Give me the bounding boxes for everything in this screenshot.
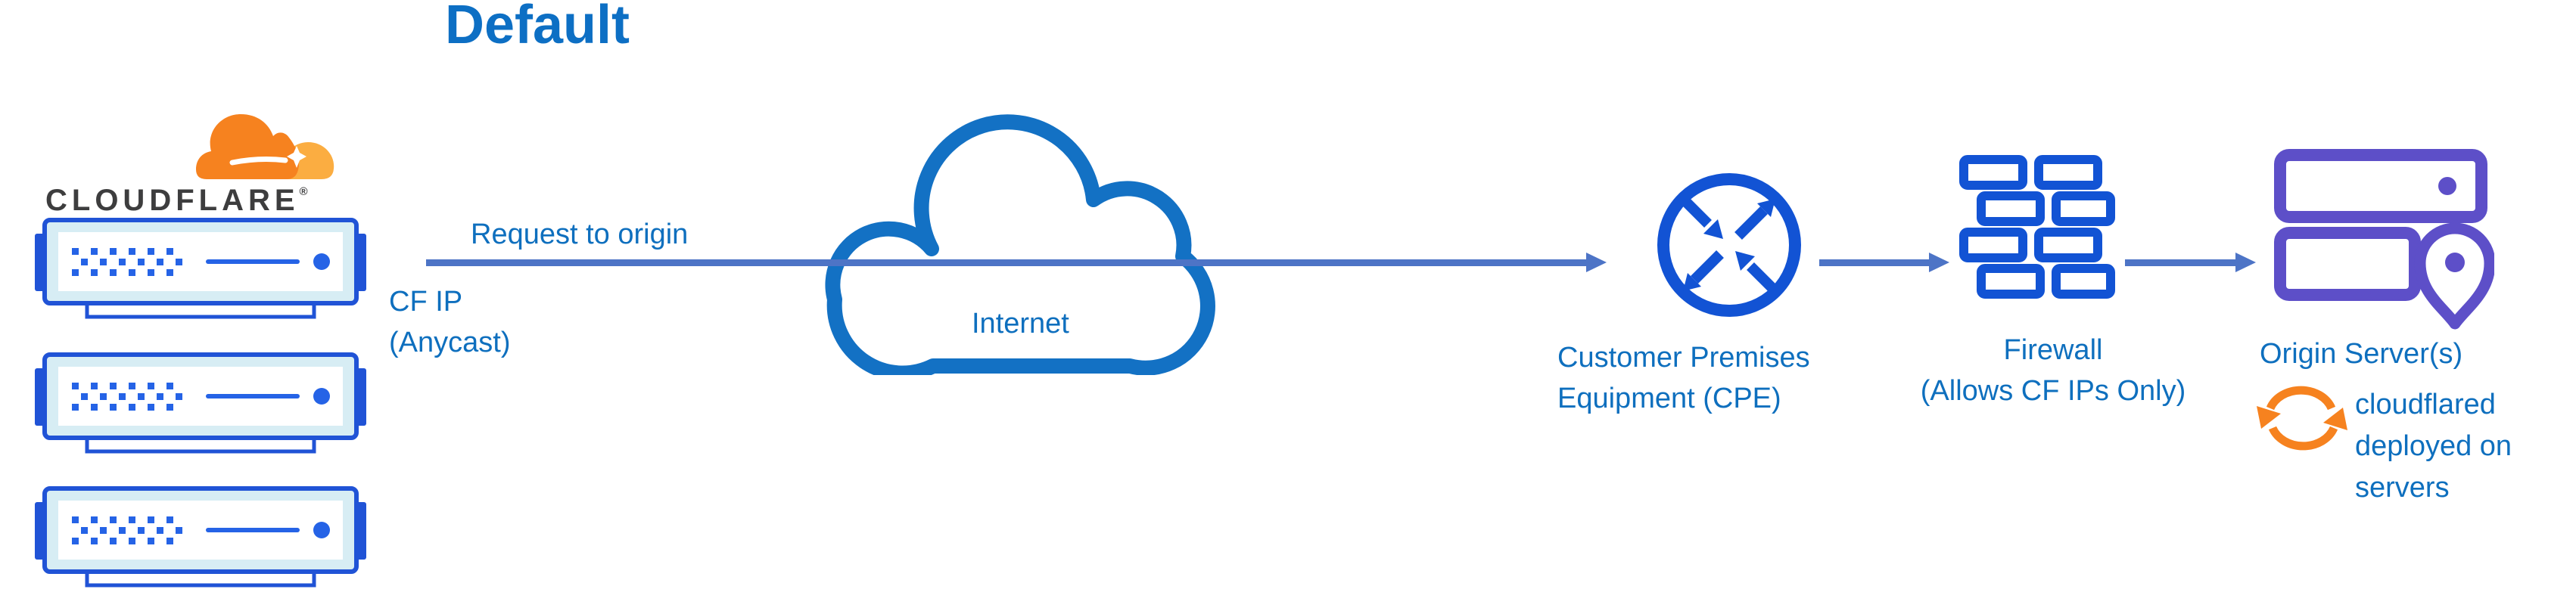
flow-line-firewall-to-origin — [2125, 259, 2235, 266]
internet-cloud-icon — [820, 114, 1232, 375]
firewall-icon — [1959, 155, 2115, 299]
origin-label: Origin Server(s) — [2260, 338, 2463, 370]
firewall-label-line1: Firewall — [2003, 334, 2103, 366]
flow-arrow-icon — [1929, 253, 1949, 272]
cloudflared-label: cloudflared deployed on servers — [2355, 384, 2512, 509]
flow-line-cpe-to-firewall — [1819, 259, 1929, 266]
wordmark-text: CLOUDFLARE — [45, 184, 300, 217]
page-title: Default — [445, 0, 630, 55]
cpe-label: Customer Premises Equipment (CPE) — [1557, 337, 1810, 419]
flow-arrow-icon — [1586, 253, 1607, 272]
anycast-line: (Anycast) — [389, 327, 511, 358]
origin-servers-icon — [2274, 149, 2494, 330]
edge-server-icon — [34, 352, 367, 455]
firewall-label: Firewall (Allows CF IPs Only) — [1902, 330, 2204, 411]
cpe-label-line2: Equipment (CPE) — [1557, 383, 1781, 414]
cloudflared-sync-icon — [2257, 386, 2347, 451]
cloudflared-line1: cloudflared — [2355, 389, 2496, 420]
cf-ip-line: CF IP — [389, 286, 463, 318]
firewall-label-line2: (Allows CF IPs Only) — [1920, 375, 2186, 407]
cf-ip-anycast-label: CF IP (Anycast) — [389, 281, 510, 363]
cpe-label-line1: Customer Premises — [1557, 342, 1810, 374]
registered-mark: ® — [299, 185, 308, 198]
cloudflare-wordmark: CLOUDFLARE® — [45, 184, 308, 218]
cloudflared-line3: servers — [2355, 472, 2450, 504]
cloudflared-line2: deployed on — [2355, 430, 2512, 462]
edge-server-icon — [34, 486, 367, 589]
internet-label: Internet — [972, 308, 1069, 340]
edge-server-icon — [34, 218, 367, 321]
flow-arrow-icon — [2235, 253, 2256, 272]
cpe-icon — [1657, 173, 1801, 317]
request-to-origin-label: Request to origin — [471, 219, 689, 250]
cloudflare-logo-icon — [196, 114, 334, 179]
